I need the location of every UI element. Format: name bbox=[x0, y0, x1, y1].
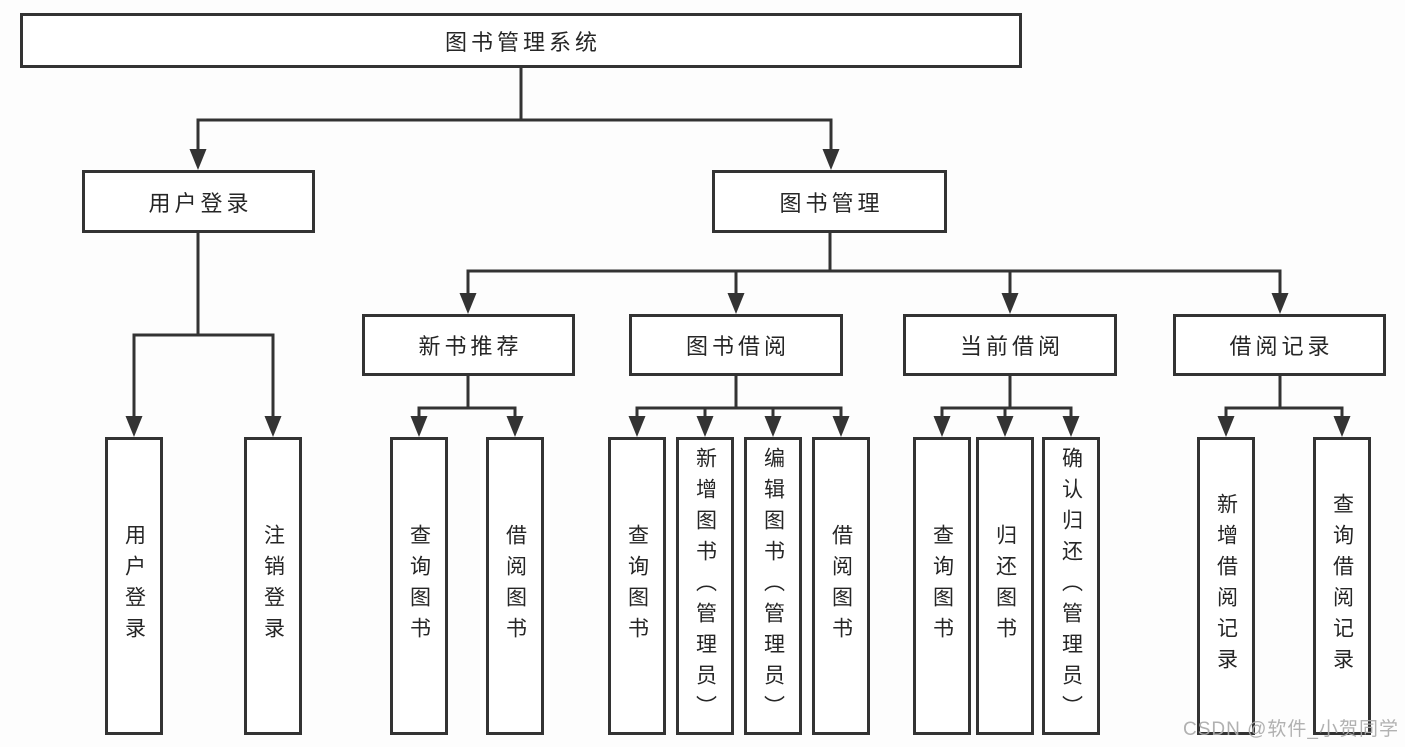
node-label: 图书管理 bbox=[779, 190, 884, 216]
arrowhead-icon bbox=[1062, 416, 1080, 437]
node-book-management: 图书管理 bbox=[712, 170, 947, 233]
leaf-borrow-books-recommend: 借阅图书 bbox=[486, 437, 544, 735]
split-borrowing-records bbox=[1217, 376, 1351, 437]
node-current-borrowing: 当前借阅 bbox=[903, 314, 1117, 376]
leaf-confirm-return-admin: 确认归还（管理员） bbox=[1042, 437, 1100, 735]
node-label: 新书推荐 bbox=[418, 334, 523, 359]
arrowhead-icon bbox=[189, 149, 207, 170]
leaf-query-borrow-record: 查询借阅记录 bbox=[1313, 437, 1371, 735]
arrowhead-icon bbox=[764, 416, 782, 437]
arrowhead-icon bbox=[996, 416, 1014, 437]
split-root bbox=[189, 68, 840, 170]
node-borrowing-records: 借阅记录 bbox=[1173, 314, 1386, 376]
leaf-borrow-books: 借阅图书 bbox=[812, 437, 870, 735]
leaf-logout-login: 注销登录 bbox=[244, 437, 302, 735]
leaf-user-login: 用户登录 bbox=[105, 437, 163, 735]
split-current-borrowing bbox=[933, 376, 1080, 437]
node-user-login: 用户登录 bbox=[82, 170, 315, 233]
node-book-borrowing: 图书借阅 bbox=[629, 314, 843, 376]
arrowhead-icon bbox=[1333, 416, 1351, 437]
leaf-query-books-current: 查询图书 bbox=[913, 437, 971, 735]
node-label: 当前借阅 bbox=[959, 334, 1064, 359]
arrowhead-icon bbox=[1217, 416, 1235, 437]
node-label: 归还图书 bbox=[993, 524, 1017, 648]
split-book-management bbox=[459, 233, 1289, 314]
node-label: 确认归还（管理员） bbox=[1059, 446, 1083, 726]
arrowhead-icon bbox=[1271, 293, 1289, 314]
arrowhead-icon bbox=[125, 416, 143, 437]
node-library-management-system: 图书管理系统 bbox=[20, 13, 1022, 68]
node-label: 查询图书 bbox=[407, 524, 431, 648]
split-user-login bbox=[125, 233, 282, 437]
split-new-book-recommendation bbox=[410, 376, 524, 437]
leaf-query-books-borrow: 查询图书 bbox=[608, 437, 666, 735]
node-label: 借阅记录 bbox=[1229, 334, 1334, 359]
node-label: 用户登录 bbox=[148, 190, 253, 216]
node-label: 查询图书 bbox=[625, 524, 649, 648]
arrowhead-icon bbox=[264, 416, 282, 437]
arrowhead-icon bbox=[727, 293, 745, 314]
arrowhead-icon bbox=[506, 416, 524, 437]
node-label: 新增借阅记录 bbox=[1214, 493, 1238, 679]
leaf-query-books-recommend: 查询图书 bbox=[390, 437, 448, 735]
node-label: 图书管理系统 bbox=[444, 29, 601, 55]
node-label: 编辑图书（管理员） bbox=[761, 446, 785, 726]
node-label: 用户登录 bbox=[122, 524, 146, 648]
arrowhead-icon bbox=[459, 293, 477, 314]
arrowhead-icon bbox=[822, 149, 840, 170]
node-label: 借阅图书 bbox=[829, 524, 853, 648]
leaf-return-books: 归还图书 bbox=[976, 437, 1034, 735]
node-new-book-recommendation: 新书推荐 bbox=[362, 314, 575, 376]
node-label: 图书借阅 bbox=[685, 334, 790, 359]
leaf-add-borrow-record: 新增借阅记录 bbox=[1197, 437, 1255, 735]
split-book-borrowing bbox=[628, 376, 850, 437]
node-label: 注销登录 bbox=[261, 524, 285, 648]
arrowhead-icon bbox=[696, 416, 714, 437]
arrowhead-icon bbox=[1001, 293, 1019, 314]
arrowhead-icon bbox=[933, 416, 951, 437]
arrowhead-icon bbox=[832, 416, 850, 437]
watermark: CSDN @软件_小贺同学 bbox=[1183, 719, 1399, 740]
node-label: 查询借阅记录 bbox=[1330, 493, 1354, 679]
leaf-add-books-admin: 新增图书（管理员） bbox=[676, 437, 734, 735]
node-label: 借阅图书 bbox=[503, 524, 527, 648]
arrowhead-icon bbox=[628, 416, 646, 437]
arrowhead-icon bbox=[410, 416, 428, 437]
node-label: 查询图书 bbox=[930, 524, 954, 648]
leaf-edit-books-admin: 编辑图书（管理员） bbox=[744, 437, 802, 735]
node-label: 新增图书（管理员） bbox=[693, 446, 717, 726]
